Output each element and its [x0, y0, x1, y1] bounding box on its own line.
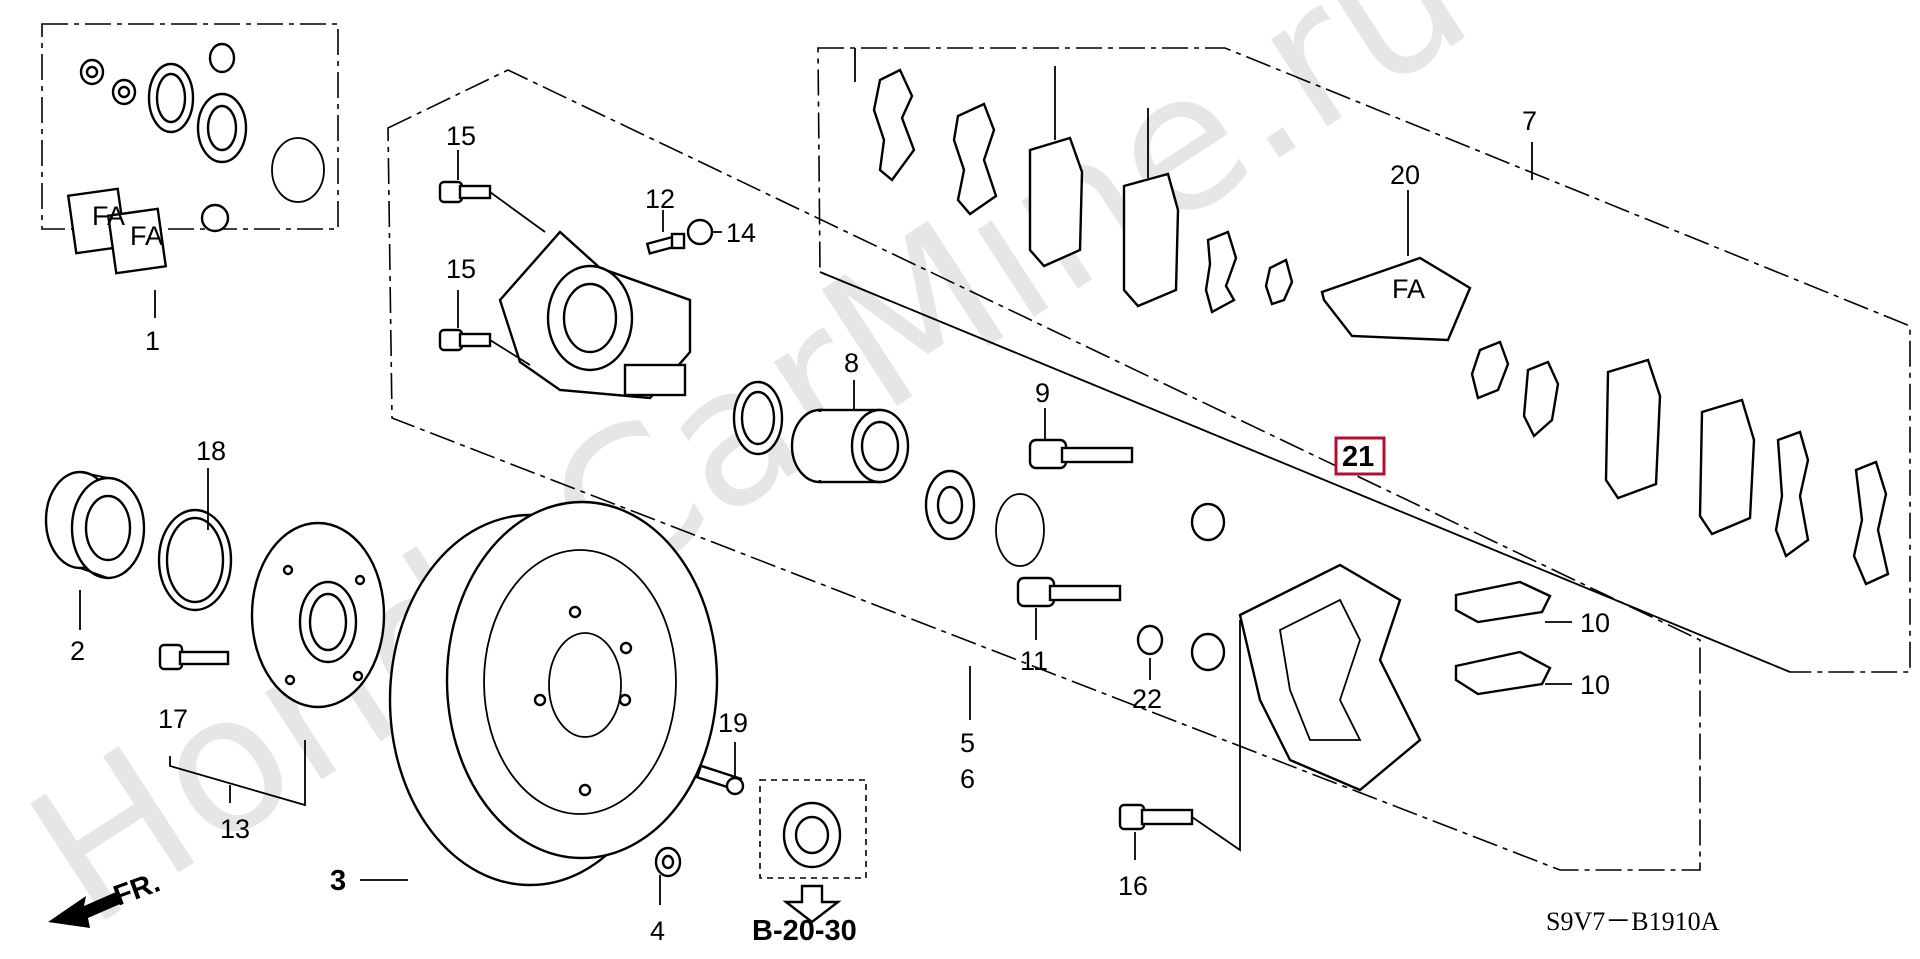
reference-arrow — [782, 884, 842, 924]
hub-nut-ref-box — [759, 779, 867, 879]
guide-bolt-lower — [438, 328, 492, 352]
bleeder-screw — [645, 232, 686, 255]
svg-text:FA: FA — [1392, 274, 1425, 304]
hub-bolt — [158, 643, 230, 671]
disc-plug — [654, 846, 682, 878]
svg-text:FA: FA — [130, 221, 163, 251]
part-label-14: 14 — [726, 218, 756, 248]
part-label-2: 2 — [70, 636, 85, 666]
part-label-4: 4 — [650, 916, 665, 946]
caliper-bracket — [1238, 563, 1422, 792]
seal-kit-parts: FA FA — [66, 42, 325, 275]
part-label-22: 22 — [1132, 684, 1162, 714]
pin-bushing — [1136, 624, 1164, 656]
part-label-6: 6 — [960, 764, 975, 794]
part-label-12: 12 — [645, 184, 675, 214]
pin-boot-upper — [1190, 502, 1226, 542]
part-label-19: 19 — [718, 708, 748, 738]
part-label-1: 1 — [145, 326, 160, 356]
hub-unit — [250, 521, 386, 709]
pad-shims-lower — [1470, 340, 1890, 586]
piston — [790, 408, 910, 484]
part-label-15-lower: 15 — [446, 254, 476, 284]
seal-kit-box — [41, 23, 339, 230]
pin-boot-lower — [1190, 632, 1226, 672]
guide-pin-lower — [1016, 576, 1122, 608]
part-label-7: 7 — [1522, 106, 1537, 136]
part-label-8: 8 — [844, 348, 859, 378]
part-label-11: 11 — [1020, 646, 1048, 676]
guide-pin-upper — [1028, 438, 1134, 470]
grease-pack: FA — [1320, 256, 1472, 342]
bleeder-cap — [686, 218, 714, 246]
part-label-17: 17 — [158, 704, 188, 734]
pad-shims-upper — [872, 68, 1294, 314]
hub-nut — [782, 801, 842, 869]
part-label-10-upper: 10 — [1580, 608, 1610, 638]
part-label-18: 18 — [196, 436, 226, 466]
pad-retainer-clip-upper — [1454, 580, 1552, 624]
disc-screw — [695, 764, 745, 796]
pad-retainer-clip-lower — [1454, 650, 1552, 696]
wheel-bearing — [44, 470, 146, 580]
reference-label: B-20-30 — [752, 915, 857, 947]
circlip — [157, 508, 233, 612]
part-label-21[interactable]: 21 — [1342, 441, 1374, 473]
piston-boot — [924, 469, 976, 541]
o-ring — [995, 493, 1045, 567]
part-label-9: 9 — [1035, 378, 1050, 408]
caliper-body — [498, 230, 692, 400]
guide-bolt-upper — [438, 180, 492, 204]
piston-seal — [732, 380, 784, 456]
part-label-10-lower: 10 — [1580, 670, 1610, 700]
bracket-bolt — [1118, 803, 1194, 831]
diagram-code: S9V7－B1910A — [1546, 907, 1720, 936]
part-label-3: 3 — [330, 865, 346, 897]
part-label-13: 13 — [220, 814, 250, 844]
part-label-5: 5 — [960, 728, 975, 758]
part-label-15-upper: 15 — [446, 121, 476, 151]
caliper-assembly-box — [387, 69, 1701, 871]
part-label-21-box[interactable] — [1334, 436, 1386, 476]
part-label-16: 16 — [1118, 871, 1148, 901]
pad-set-box — [817, 47, 1911, 673]
part-label-20: 20 — [1390, 160, 1420, 190]
svg-text:FA: FA — [92, 201, 125, 231]
brake-disc — [388, 500, 719, 887]
